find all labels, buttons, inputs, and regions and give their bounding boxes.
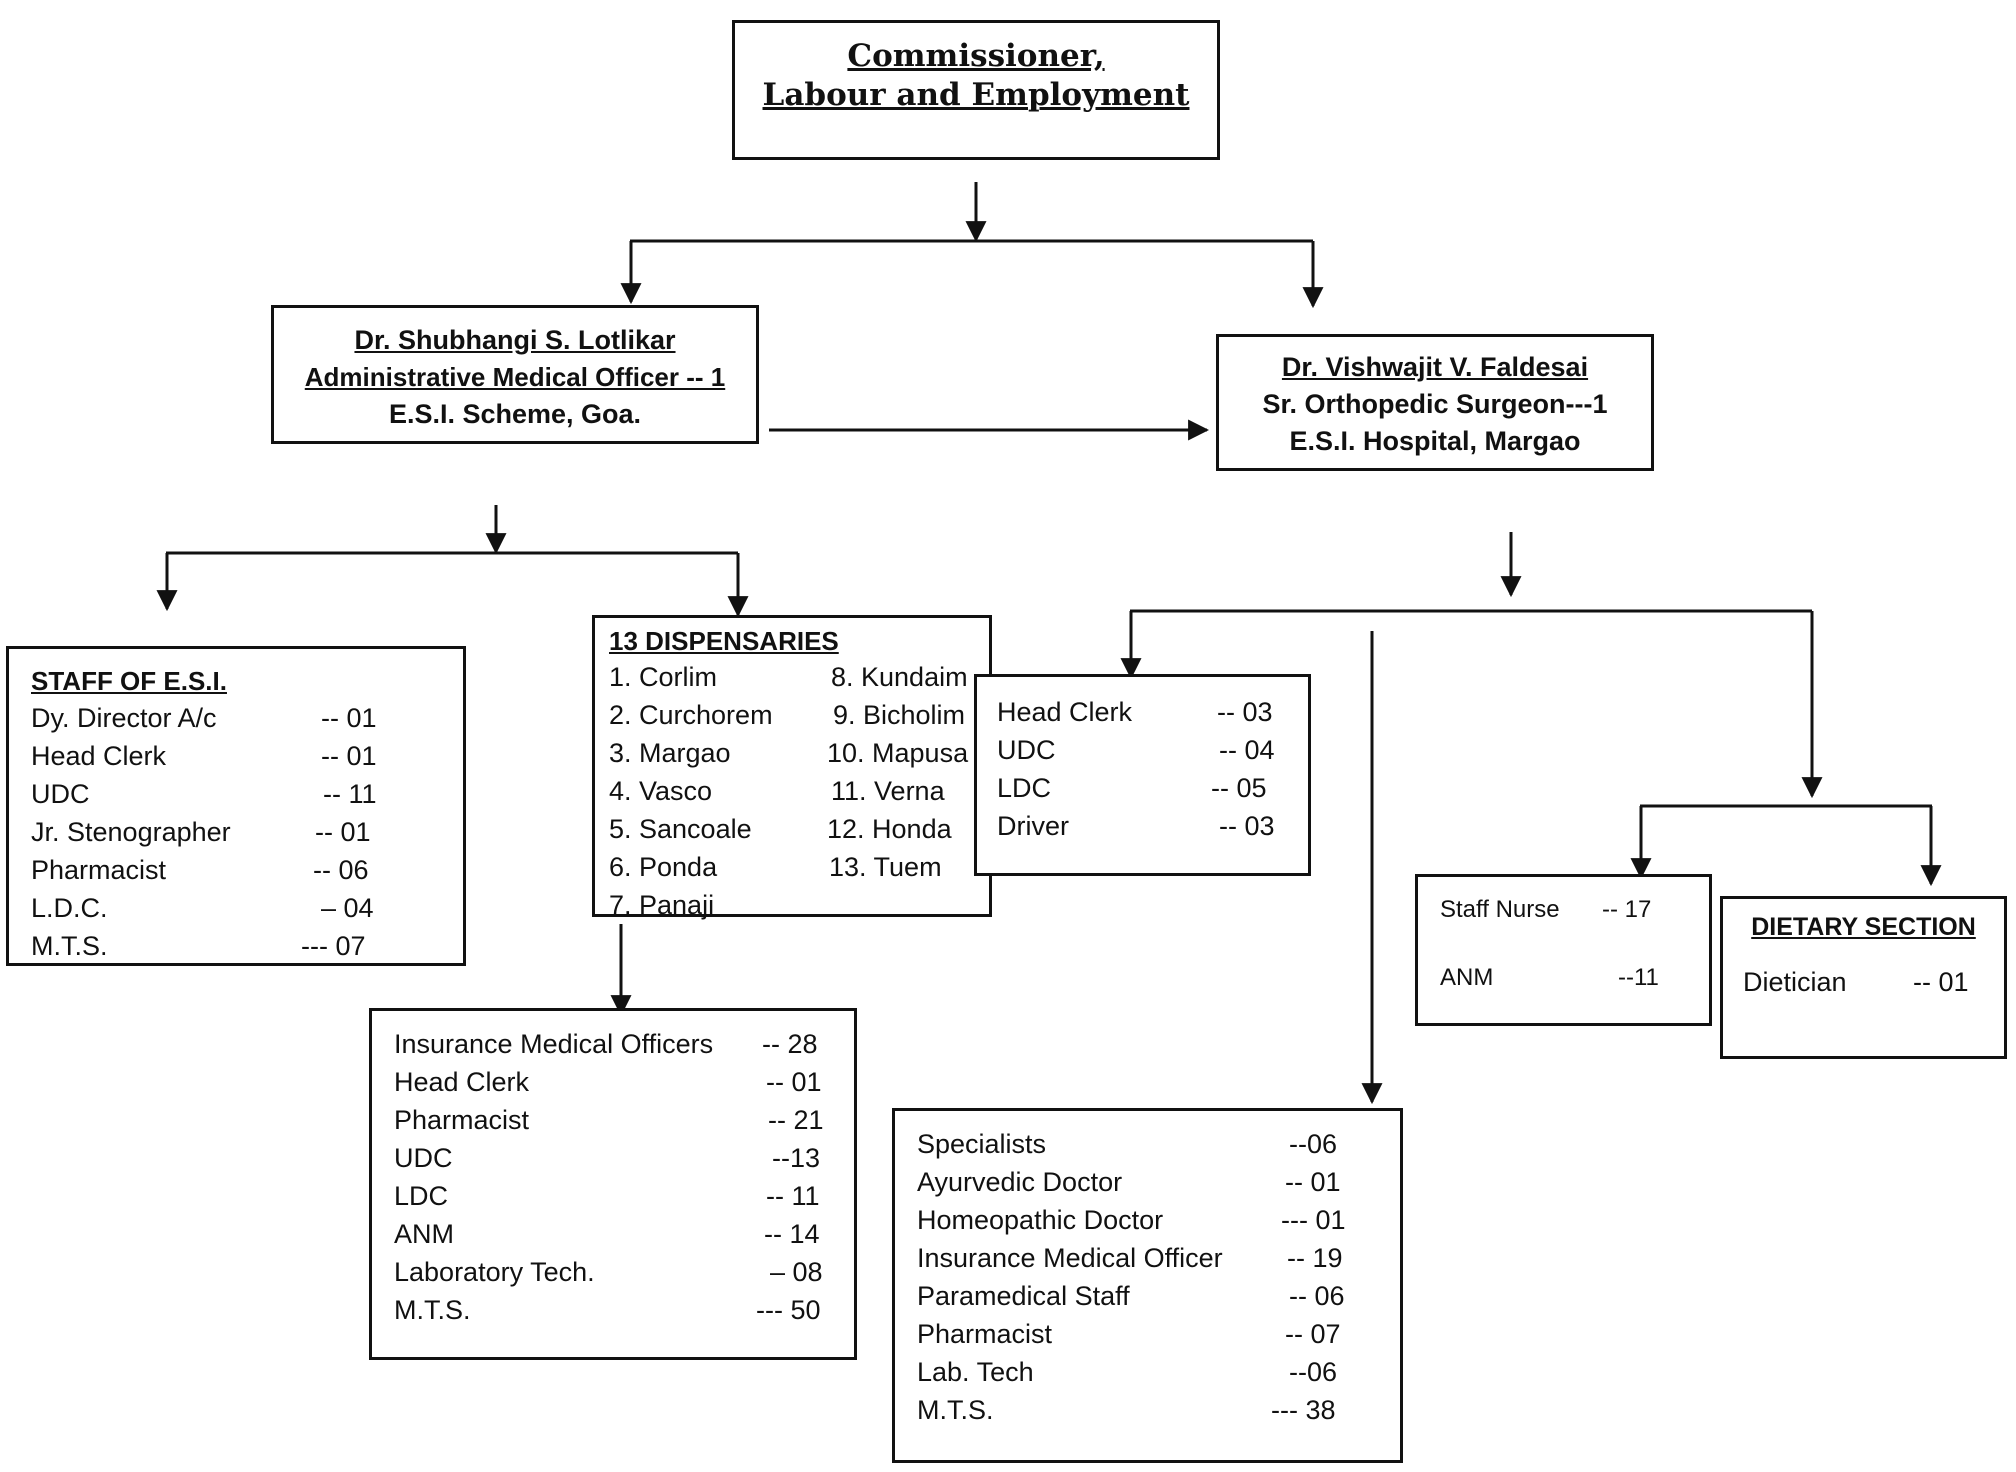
- staff-esi-row: UDC-- 11: [31, 779, 377, 809]
- staff-esi-row: Head Clerk-- 01: [31, 741, 377, 771]
- hospital-office-box: Head Clerk-- 03 UDC-- 04 LDC-- 05 Driver…: [974, 674, 1311, 876]
- dispensary-staff-row: LDC-- 11: [394, 1181, 820, 1211]
- dispensary-staff-row: Pharmacist-- 21: [394, 1105, 824, 1135]
- nursing-row: ANM--11: [1440, 964, 1659, 991]
- dispensary-staff-row: Insurance Medical Officers-- 28: [394, 1029, 818, 1059]
- hospital-medical-row: Homeopathic Doctor--- 01: [917, 1205, 1346, 1235]
- surgeon-box: Dr. Vishwajit V. Faldesai Sr. Orthopedic…: [1216, 334, 1654, 471]
- commissioner-box: Commissioner, Labour and Employment: [732, 20, 1220, 160]
- hospital-medical-row: Ayurvedic Doctor-- 01: [917, 1167, 1341, 1197]
- staff-esi-row: Pharmacist-- 06: [31, 855, 369, 885]
- amo-office: E.S.I. Scheme, Goa.: [388, 399, 642, 429]
- staff-esi-row: M.T.S.--- 07: [31, 931, 366, 961]
- dispensary-staff-row: ANM-- 14: [394, 1219, 820, 1249]
- amo-designation: Administrative Medical Officer -- 1: [304, 362, 726, 392]
- hospital-medical-row: Specialists--06: [917, 1129, 1338, 1159]
- dispensary-staff-row: Laboratory Tech.– 08: [394, 1257, 823, 1287]
- dietary-row: Dietician-- 01: [1743, 967, 1969, 997]
- amo-box: Dr. Shubhangi S. Lotlikar Administrative…: [271, 305, 759, 444]
- amo-name: Dr. Shubhangi S. Lotlikar: [354, 325, 676, 355]
- dietary-box: DIETARY SECTION Dietician-- 01: [1720, 896, 2007, 1059]
- staff-esi-row: L.D.C.– 04: [31, 893, 374, 923]
- hospital-office-row: Driver-- 03: [997, 811, 1275, 841]
- dietary-title: DIETARY SECTION: [1751, 913, 1976, 941]
- staff-esi-title: STAFF OF E.S.I.: [31, 666, 227, 696]
- staff-esi-box: STAFF OF E.S.I. Dy. Director A/c-- 01 He…: [6, 646, 466, 966]
- surgeon-designation: Sr. Orthopedic Surgeon---1: [1262, 389, 1608, 419]
- commissioner-line1: Commissioner,: [847, 38, 1105, 74]
- hospital-medical-row: Insurance Medical Officer-- 19: [917, 1243, 1343, 1273]
- nursing-box: Staff Nurse-- 17 ANM--11: [1415, 874, 1712, 1026]
- hospital-medical-row: Lab. Tech--06: [917, 1357, 1338, 1387]
- dispensaries-title: 13 DISPENSARIES: [609, 626, 839, 656]
- nursing-row: Staff Nurse-- 17: [1440, 896, 1652, 923]
- hospital-office-row: LDC-- 05: [997, 773, 1267, 803]
- hospital-medical-row: Paramedical Staff-- 06: [917, 1281, 1345, 1311]
- hospital-office-row: UDC-- 04: [997, 735, 1275, 765]
- hospital-medical-row: Pharmacist-- 07: [917, 1319, 1341, 1349]
- staff-esi-row: Jr. Stenographer-- 01: [31, 817, 371, 847]
- hospital-office-row: Head Clerk-- 03: [997, 697, 1273, 727]
- hospital-medical-box: Specialists--06 Ayurvedic Doctor-- 01 Ho…: [892, 1108, 1403, 1463]
- dispensary-staff-row: Head Clerk-- 01: [394, 1067, 822, 1097]
- commissioner-line2: Labour and Employment: [762, 77, 1190, 113]
- surgeon-name: Dr. Vishwajit V. Faldesai: [1281, 352, 1589, 382]
- dispensary-row: 7. Panaji: [609, 890, 715, 920]
- dispensary-staff-row: UDC--13: [394, 1143, 821, 1173]
- dispensary-staff-row: M.T.S.--- 50: [394, 1295, 821, 1325]
- staff-esi-row: Dy. Director A/c-- 01: [31, 703, 377, 733]
- surgeon-office: E.S.I. Hospital, Margao: [1289, 426, 1581, 456]
- hospital-medical-row: M.T.S.--- 38: [917, 1395, 1336, 1425]
- dispensary-staff-box: Insurance Medical Officers-- 28 Head Cle…: [369, 1008, 857, 1360]
